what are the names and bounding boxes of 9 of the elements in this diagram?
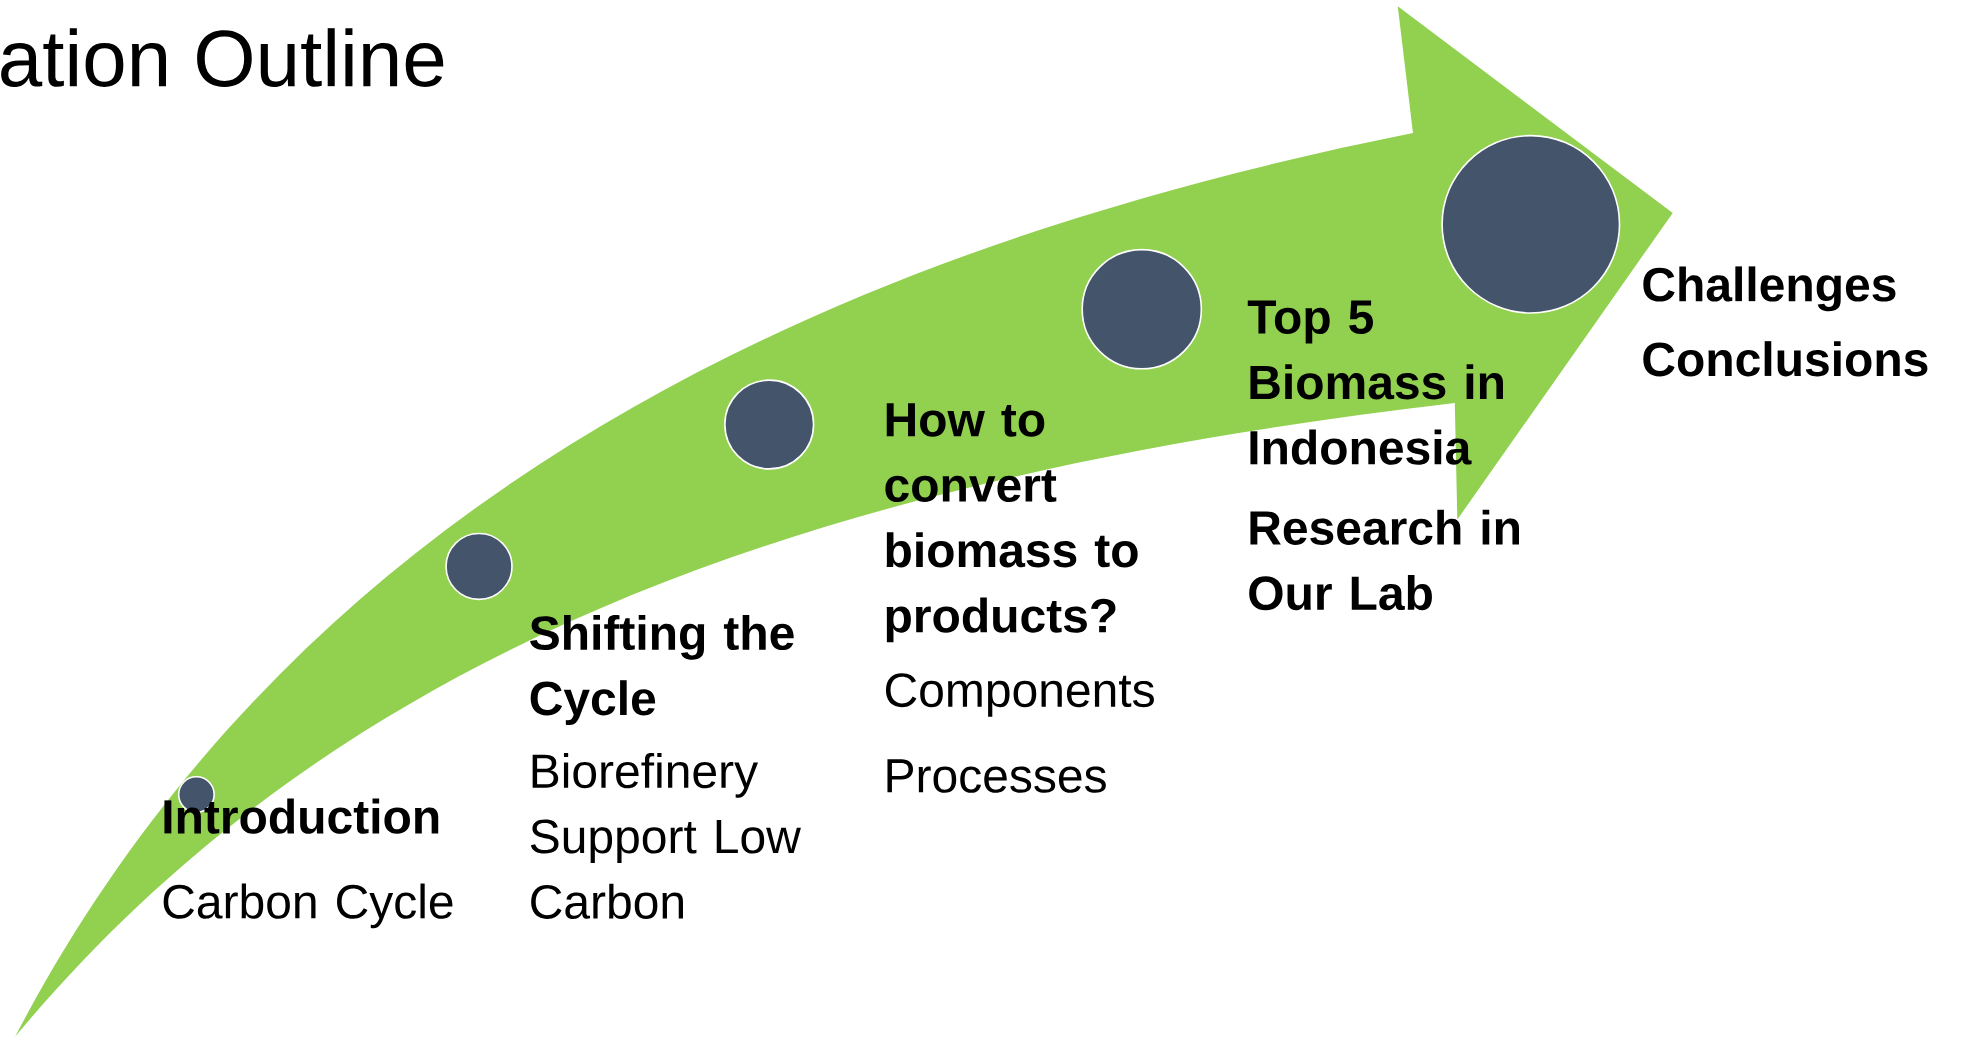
slide-title: ation Outline: [1, 28, 444, 87]
topic-item: Carbon Cycle: [163, 883, 453, 929]
topic-item: Processes: [887, 759, 1106, 793]
topic-heading: Shifting the Cycle: [530, 614, 794, 725]
topic-heading: Research in Our Lab: [1249, 509, 1519, 611]
topic-item: Components: [886, 673, 1154, 717]
topic-heading: Challenges: [1643, 266, 1896, 312]
topic-item: Biorefinery Support Low Carbon: [530, 753, 801, 919]
topic-heading: Conclusions: [1643, 341, 1928, 377]
